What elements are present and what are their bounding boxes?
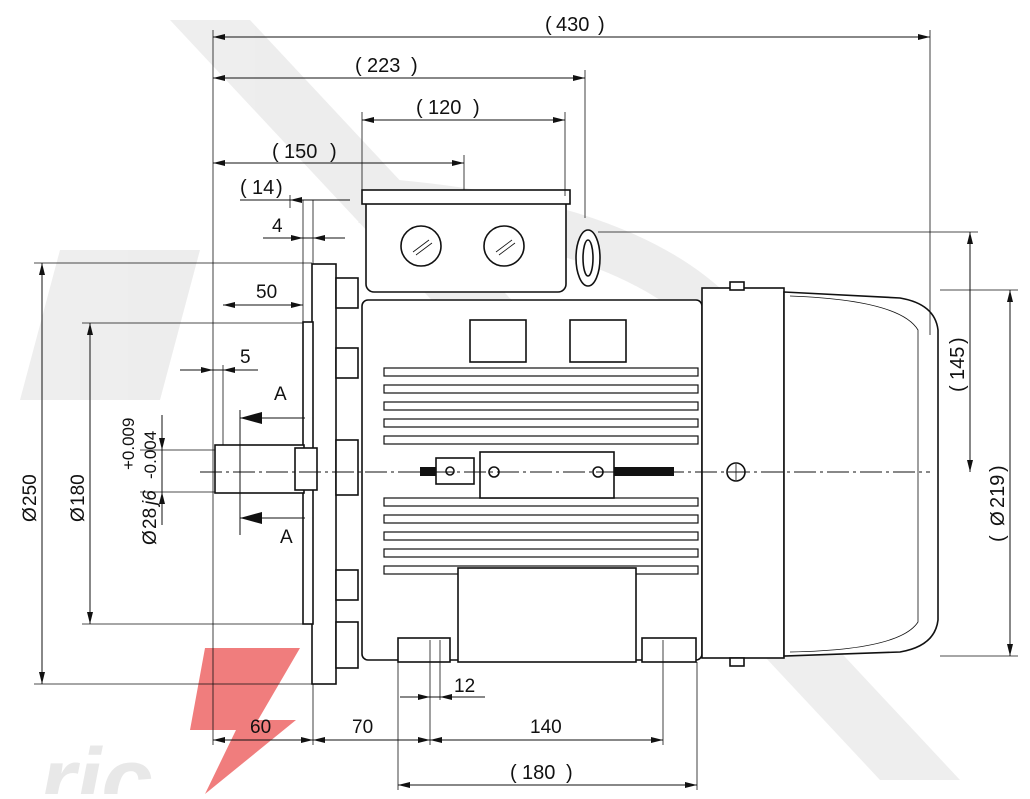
foot-left (397, 637, 451, 663)
svg-text:(: ( (416, 97, 423, 119)
section-label-top: A (274, 384, 287, 405)
svg-text:(: ( (355, 55, 362, 77)
dim-terminal-box-width: 120 (428, 97, 461, 119)
svg-text:): ) (411, 55, 418, 77)
dim-flange-offset: 14 (252, 177, 274, 199)
dim-shaft-dia-symbol: Ø (140, 530, 161, 545)
foot-bracket (457, 567, 637, 663)
extension-lines (34, 30, 1018, 790)
svg-text:): ) (987, 465, 1009, 472)
dim-flange-dia-symbol: Ø (20, 507, 41, 522)
svg-text:): ) (566, 762, 573, 784)
motor-body (214, 189, 939, 685)
nameplate (479, 451, 615, 499)
svg-text:(: ( (272, 141, 279, 163)
dim-foot-offset: 70 (352, 717, 373, 738)
dim-foot-spacing: 140 (530, 717, 562, 738)
svg-text:): ) (330, 141, 337, 163)
svg-text:): ) (473, 97, 480, 119)
shaft-key (294, 447, 318, 491)
dim-spigot-dia-symbol: Ø (68, 507, 89, 522)
svg-text:): ) (276, 177, 283, 199)
dim-flange-diameter: 250 (20, 474, 41, 506)
dim-overall-length-close-paren: ) (598, 14, 605, 36)
terminal-box-lid (361, 189, 571, 205)
dim-shaft-length: 60 (250, 717, 271, 738)
dim-fan-cover-dia-symbol: Ø (988, 511, 1009, 526)
watermark-red-bolt (190, 648, 300, 794)
dim-223: 223 (367, 55, 400, 77)
dim-tol-upper: +0.009 (119, 418, 138, 470)
watermark-text: ric (40, 730, 153, 794)
dim-flange-thickness: 4 (272, 216, 283, 237)
dim-150: 150 (284, 141, 317, 163)
flange-bolts (335, 277, 359, 669)
dimension-lines (39, 34, 1013, 788)
watermark-letter-block (20, 250, 200, 400)
terminal-box (365, 195, 567, 293)
dim-spigot-diameter: 180 (68, 474, 89, 506)
fan-cover (783, 291, 939, 657)
cooling-fins (383, 367, 699, 575)
dimension-labels: ( 430 ) ( 223 ) ( 120 ) ( 150 ) ( 14 ) 4… (20, 14, 1009, 784)
dim-fan-cover-diameter: 219 (987, 475, 1009, 508)
foot-right (641, 637, 697, 663)
shaft (214, 444, 305, 494)
dim-base-length: 180 (522, 762, 555, 784)
section-label-bottom: A (280, 527, 293, 548)
svg-text:(: ( (947, 385, 969, 392)
dim-tol-lower: -0.004 (141, 431, 160, 479)
dim-shaft-step: 5 (240, 347, 251, 368)
dim-overall-length: 430 (556, 14, 589, 36)
svg-text:): ) (947, 337, 969, 344)
dim-shaft-fit: j6 (140, 490, 161, 508)
dim-shaft-diameter: 28 (140, 508, 161, 529)
dim-foot-width: 12 (454, 676, 475, 697)
dim-spigot-depth: 50 (256, 282, 277, 303)
svg-text:(: ( (987, 535, 1009, 542)
dim-overall-length-open-paren: ( (545, 14, 552, 36)
svg-text:(: ( (510, 762, 517, 784)
dim-height-145: 145 (947, 347, 969, 380)
svg-text:(: ( (240, 177, 247, 199)
